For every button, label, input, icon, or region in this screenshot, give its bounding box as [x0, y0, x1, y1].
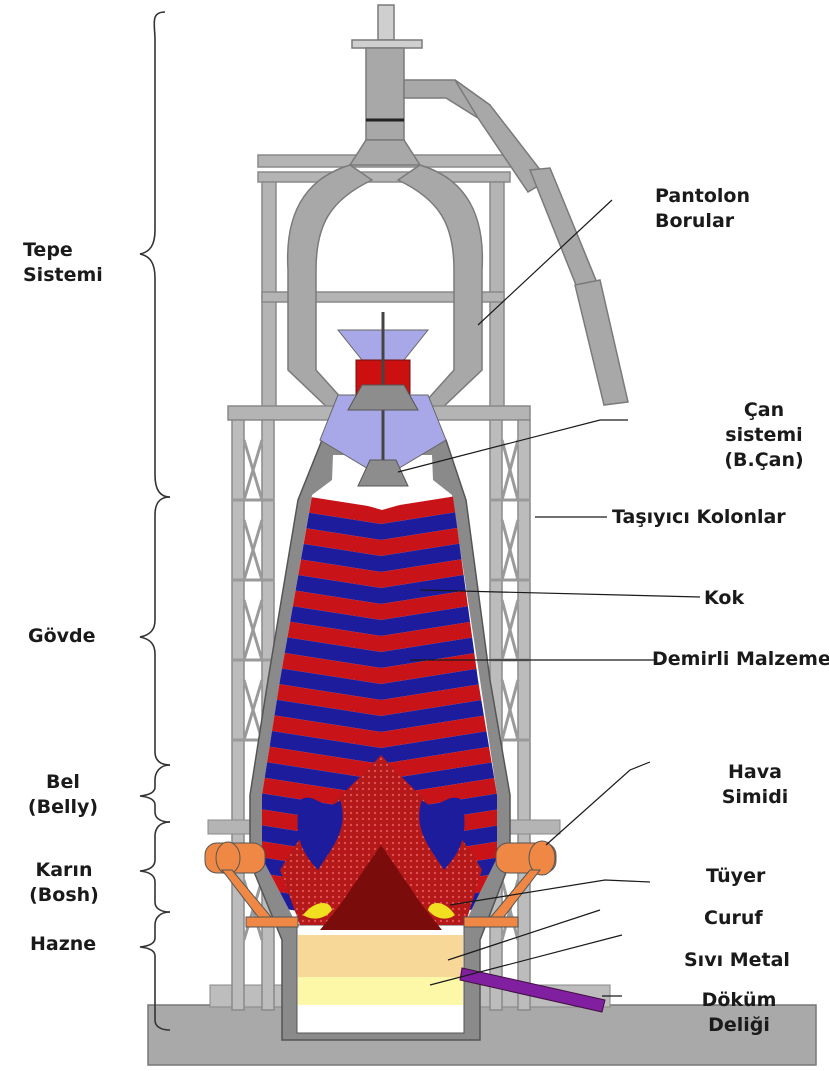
label-line: Döküm — [684, 988, 794, 1013]
label-can-sistemi: Çan sistemi (B.Çan) — [716, 398, 812, 473]
label-line: Curuf — [704, 906, 763, 931]
label-line: Simidi — [706, 785, 804, 810]
label-hazne: Hazne — [30, 932, 96, 957]
label-line: Sistemi — [23, 263, 103, 288]
hot-metal-layer — [298, 977, 463, 1005]
label-karin-bosh: Karın (Bosh) — [15, 858, 113, 908]
slag-layer — [298, 935, 463, 977]
label-line: (B.Çan) — [716, 448, 812, 473]
label-line: Hava — [706, 760, 804, 785]
label-line: (Belly) — [18, 795, 108, 820]
label-tasiyici-kolonlar: Taşıyıcı Kolonlar — [612, 505, 786, 530]
label-line: sistemi — [716, 423, 812, 448]
label-line: Demirli Malzeme — [652, 647, 829, 672]
label-line: Kok — [704, 586, 744, 611]
label-line: Gövde — [28, 624, 96, 649]
label-line: (Bosh) — [15, 883, 113, 908]
label-dokum-deligi: Döküm Deliği — [684, 988, 794, 1038]
label-line: Bel — [18, 770, 108, 795]
label-line: Hazne — [30, 932, 96, 957]
label-line: Çan — [716, 398, 812, 423]
label-sivi-metal: Sıvı Metal — [684, 948, 790, 973]
uptake-pipes — [288, 5, 628, 410]
label-line: Borular — [655, 209, 750, 234]
section-braces — [140, 12, 170, 1030]
label-line: Taşıyıcı Kolonlar — [612, 505, 786, 530]
label-line: Tepe — [23, 238, 103, 263]
label-line: Pantolon — [655, 184, 750, 209]
label-line: Deliği — [684, 1013, 794, 1038]
label-tepe-sistemi: Tepe Sistemi — [23, 238, 103, 288]
label-demirli-malzeme: Demirli Malzeme — [652, 647, 829, 672]
label-govde: Gövde — [28, 624, 96, 649]
label-tuyer: Tüyer — [706, 864, 765, 889]
label-kok: Kok — [704, 586, 744, 611]
label-pantolon-borular: Pantolon Borular — [655, 184, 750, 234]
label-line: Tüyer — [706, 864, 765, 889]
label-line: Karın — [15, 858, 113, 883]
label-curuf: Curuf — [704, 906, 763, 931]
label-hava-simidi: Hava Simidi — [706, 760, 804, 810]
label-bel-belly: Bel (Belly) — [18, 770, 108, 820]
label-line: Sıvı Metal — [684, 948, 790, 973]
